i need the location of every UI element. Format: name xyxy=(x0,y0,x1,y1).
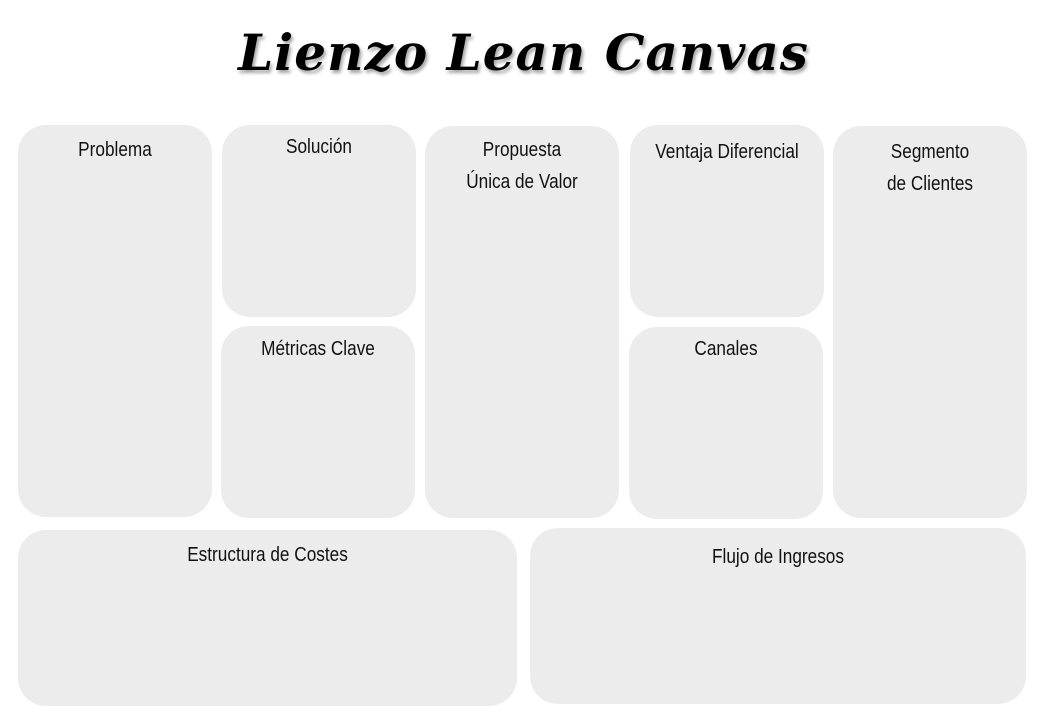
ventaja-diferencial-label: Ventaja Diferencial xyxy=(655,141,799,163)
segmento-label-line1: Segmento xyxy=(890,141,970,163)
block-segmento-de-clientes xyxy=(833,126,1027,518)
block-ventaja-diferencial xyxy=(630,125,824,317)
block-solucion xyxy=(222,125,416,317)
block-flujo-de-ingresos xyxy=(530,528,1026,704)
block-estructura-de-costes xyxy=(18,530,517,706)
segmento-label-line2: de Clientes xyxy=(886,173,974,195)
solucion-label: Solución xyxy=(286,136,352,158)
block-problema xyxy=(18,125,212,517)
canvas-title: Lienzo Lean Canvas xyxy=(238,23,809,82)
problema-label: Problema xyxy=(78,139,152,161)
propuesta-label-line2: Única de Valor xyxy=(466,171,578,193)
metricas-clave-label: Métricas Clave xyxy=(261,338,375,360)
canales-label: Canales xyxy=(694,338,758,360)
block-canales xyxy=(629,327,823,519)
block-propuesta-unica-de-valor xyxy=(425,126,619,518)
estructura-de-costes-label: Estructura de Costes xyxy=(187,544,348,566)
block-metricas-clave xyxy=(221,326,415,518)
flujo-de-ingresos-label: Flujo de Ingresos xyxy=(712,546,844,568)
propuesta-label-line1: Propuesta xyxy=(482,139,562,161)
